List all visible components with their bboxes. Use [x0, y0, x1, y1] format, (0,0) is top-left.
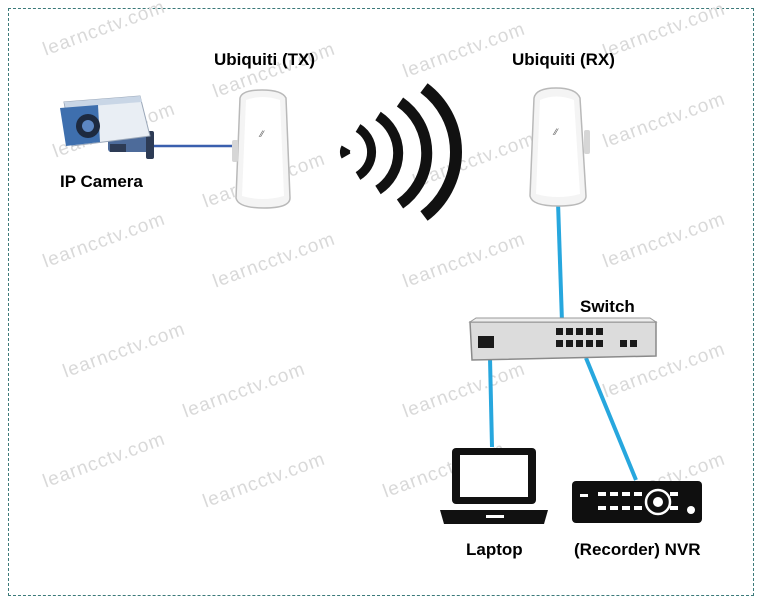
switch-to-nvr-cable — [584, 357, 638, 481]
wireless-signal-icon — [339, 83, 462, 221]
laptop-label: Laptop — [466, 540, 523, 559]
rx-to-switch-cable — [556, 201, 564, 323]
ubiquiti-rx-device-icon: ⁄⁄ — [529, 87, 590, 207]
nvr-label: (Recorder) NVR — [574, 540, 701, 559]
nvr-icon — [572, 481, 702, 523]
ubiquiti-tx-device-icon: ⁄⁄ — [232, 89, 291, 209]
switch-to-laptop-cable — [488, 357, 494, 448]
ubiquiti-rx-label: Ubiquiti (RX) — [512, 50, 615, 69]
svg-text:⁄⁄: ⁄⁄ — [258, 129, 265, 139]
svg-text:⁄⁄: ⁄⁄ — [552, 127, 559, 137]
ubiquiti-tx-label: Ubiquiti (TX) — [214, 50, 316, 69]
ip-camera-label: IP Camera — [60, 172, 143, 191]
switch-label: Switch — [580, 297, 635, 316]
ip-camera-icon — [60, 95, 154, 159]
network-switch-icon — [468, 317, 658, 361]
laptop-icon — [440, 448, 548, 524]
diagram-frame — [8, 8, 754, 596]
